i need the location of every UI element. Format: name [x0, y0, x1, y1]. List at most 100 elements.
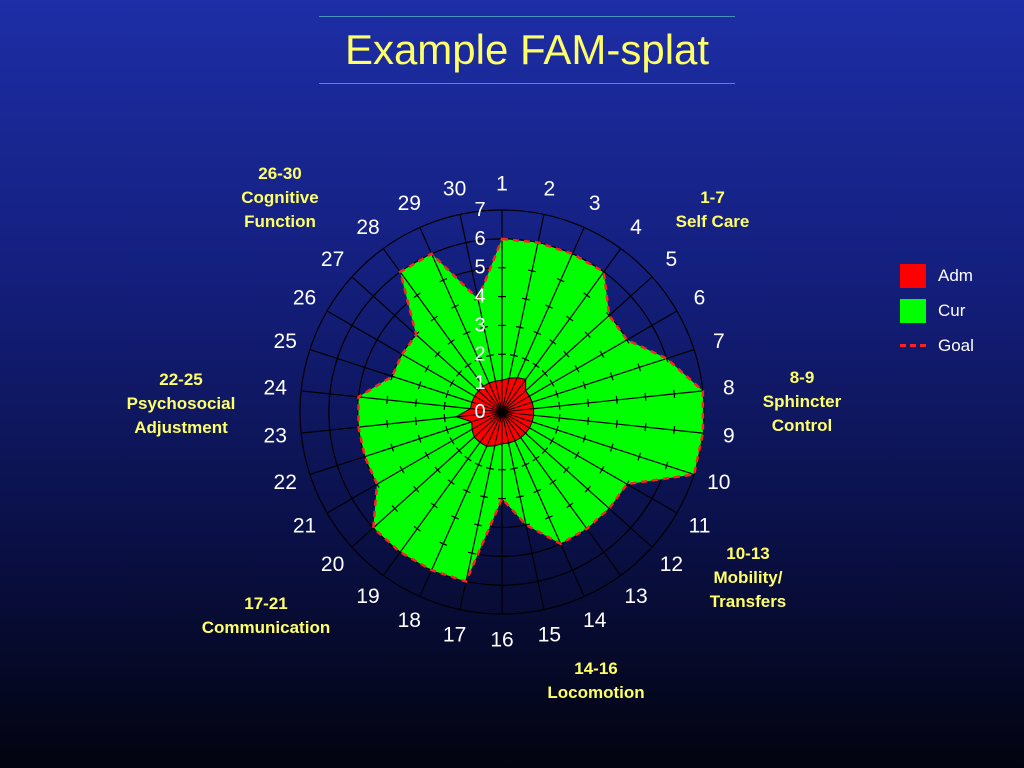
spoke-tick: [464, 455, 472, 462]
adm-spoke-line: [501, 377, 518, 413]
spoke-tick: [328, 389, 331, 398]
spoke-tick: [509, 354, 519, 357]
spoke-tick: [649, 321, 655, 330]
group-range: 26-30: [258, 164, 302, 183]
spoke-tick: [443, 401, 446, 411]
group-title: Mobility/: [713, 568, 783, 587]
group-label-communication: 17-21 Communication: [186, 592, 346, 640]
spoke-tick: [349, 321, 355, 330]
spoke-tick: [644, 392, 647, 401]
spoke-tick: [417, 381, 422, 390]
group-range: 8-9: [789, 368, 815, 387]
spoke-tick: [599, 465, 605, 474]
spoke-tick: [424, 364, 430, 373]
spoke-tick: [664, 461, 669, 470]
group-label-cognitive-function: 26-30 Cognitive Function: [228, 162, 332, 234]
spoke-tick: [455, 447, 463, 454]
spoke-tick: [600, 269, 608, 275]
group-range: 10-13: [726, 544, 770, 563]
legend-label: Cur: [938, 300, 966, 320]
category-label: 14: [583, 609, 607, 632]
adm-spoke-line: [501, 378, 510, 413]
adm-spoke-line: [478, 390, 503, 413]
spoke-tick: [563, 466, 570, 474]
category-label: 15: [538, 624, 561, 647]
category-label: 1: [496, 173, 508, 196]
spoke-line: [501, 276, 653, 413]
spoke-tick: [566, 315, 574, 322]
spoke-tick: [515, 495, 525, 499]
adm-spoke-line: [501, 411, 516, 442]
category-label: 11: [689, 515, 711, 538]
adm-spoke-line: [471, 401, 503, 413]
spoke-line: [309, 349, 503, 413]
spoke-tick: [417, 434, 422, 443]
category-label: 7: [713, 330, 725, 353]
spoke-line: [501, 411, 545, 610]
spoke-tick: [370, 524, 377, 532]
page-title: Example FAM-splat: [344, 26, 710, 73]
spoke-tick: [464, 362, 472, 369]
spoke-tick: [386, 395, 389, 404]
spoke-tick: [521, 523, 531, 527]
spoke-line: [309, 411, 503, 475]
spoke-tick: [527, 551, 537, 555]
spoke-tick: [335, 354, 340, 363]
group-range: 14-16: [574, 659, 618, 678]
spoke-tick: [485, 467, 495, 470]
spoke-tick: [555, 390, 559, 399]
group-label-self-care: 1-7 Self Care: [665, 186, 760, 234]
spoke-tick: [549, 339, 557, 345]
spoke-tick: [374, 336, 380, 344]
category-label: 27: [321, 248, 344, 271]
spoke-tick: [637, 363, 642, 372]
spoke-tick: [609, 443, 614, 452]
spoke-tick: [391, 312, 398, 319]
spoke-tick: [414, 398, 417, 407]
spoke-tick: [462, 488, 471, 494]
spoke-tick: [328, 426, 331, 435]
spoke-tick: [451, 304, 459, 309]
spoke-line: [501, 411, 653, 548]
spoke-tick: [566, 502, 574, 509]
radial-tick-label: 5: [474, 257, 485, 279]
adm-spoke-line: [501, 411, 522, 438]
spoke-tick: [439, 278, 448, 283]
spoke-tick: [467, 551, 477, 555]
category-label: 20: [321, 553, 344, 576]
spoke-tick: [386, 420, 389, 429]
adm-spoke-line: [501, 411, 533, 423]
group-label-psychosocial-adjustment: 22-25 Psychosocial Adjustment: [112, 368, 250, 440]
spoke-tick: [439, 541, 448, 546]
adm-spoke-line: [471, 411, 503, 430]
spoke-tick: [443, 413, 446, 423]
spoke-tick: [664, 354, 669, 363]
spoke-tick: [455, 370, 463, 377]
spoke-tick: [449, 437, 455, 445]
group-label-sphincter-control: 8-9 Sphincter Control: [752, 366, 852, 438]
adm-spoke-line: [482, 386, 503, 413]
spoke-tick: [445, 390, 449, 399]
spoke-tick: [509, 467, 519, 470]
spoke-tick: [479, 325, 489, 329]
spoke-tick: [563, 350, 570, 358]
spoke-tick: [541, 447, 549, 454]
group-range: 22-25: [159, 370, 203, 389]
category-label: 26: [293, 287, 316, 310]
spoke-tick: [541, 370, 549, 377]
spoke-tick: [587, 417, 590, 426]
spoke-tick: [599, 350, 605, 359]
spoke-tick: [627, 524, 634, 532]
radial-tick-label: 7: [474, 199, 485, 221]
spoke-line: [459, 214, 503, 413]
adm-spoke-line: [486, 411, 503, 447]
legend-swatch-cur: [900, 298, 926, 323]
spoke-tick: [434, 350, 441, 358]
group-title: Sphincter: [762, 392, 842, 411]
spoke-tick: [549, 437, 555, 445]
spoke-tick: [485, 354, 495, 357]
group-title: Function: [244, 212, 316, 231]
spoke-tick: [556, 278, 565, 283]
title-frame: Example FAM-splat: [319, 16, 735, 84]
spoke-tick: [582, 434, 587, 443]
